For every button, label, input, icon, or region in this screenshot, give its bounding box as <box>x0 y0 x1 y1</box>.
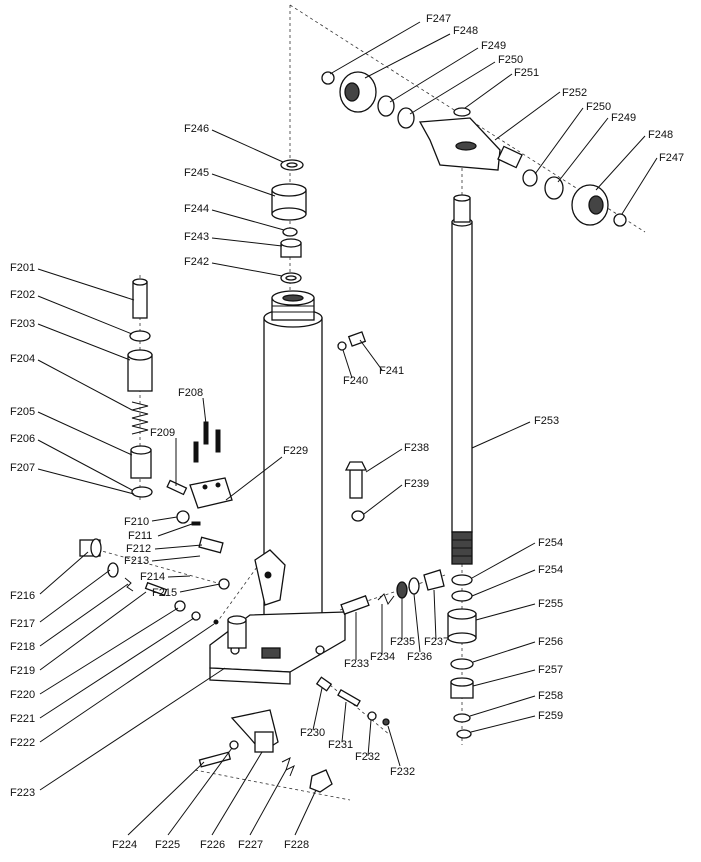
callout-f253: F253 <box>534 415 559 427</box>
callout-f210: F210 <box>124 516 149 528</box>
callout-f259: F259 <box>538 710 563 722</box>
callout-f251: F251 <box>514 67 539 79</box>
callout-labels: F247 F248 F249 F250 F251 F252 F250 F249 … <box>10 13 684 851</box>
lower-handle <box>198 709 333 793</box>
leader-lines <box>37 21 658 836</box>
callout-f252: F252 <box>562 87 587 99</box>
callout-f249-top: F249 <box>481 40 506 52</box>
callout-f247-right: F247 <box>659 152 684 164</box>
callout-f216: F216 <box>10 590 35 602</box>
callout-f254-b: F254 <box>538 564 563 576</box>
callout-f234: F234 <box>370 651 395 663</box>
middle-right-parts <box>315 331 445 726</box>
callout-f232-a: F232 <box>355 751 380 763</box>
callout-f205: F205 <box>10 406 35 418</box>
assembly-axes <box>79 4 646 801</box>
callout-f231: F231 <box>328 739 353 751</box>
callout-f246: F246 <box>184 123 209 135</box>
callout-f233: F233 <box>344 658 369 670</box>
callout-f256: F256 <box>538 636 563 648</box>
callout-f218: F218 <box>10 641 35 653</box>
callout-f240: F240 <box>343 375 368 387</box>
callout-f237: F237 <box>424 636 449 648</box>
callout-f247-top: F247 <box>426 13 451 25</box>
callout-f236: F236 <box>407 651 432 663</box>
callout-f223: F223 <box>10 787 35 799</box>
callout-f217: F217 <box>10 618 35 630</box>
callout-f241: F241 <box>379 365 404 377</box>
callout-f239: F239 <box>404 478 429 490</box>
lower-right-stack <box>447 574 477 739</box>
callout-f258: F258 <box>538 690 563 702</box>
callout-f227: F227 <box>238 839 263 851</box>
callout-f248-right: F248 <box>648 129 673 141</box>
callout-f238: F238 <box>404 442 429 454</box>
callout-f228: F228 <box>284 839 309 851</box>
callout-f202: F202 <box>10 289 35 301</box>
callout-f206: F206 <box>10 433 35 445</box>
callout-f222: F222 <box>10 737 35 749</box>
callout-f249-right: F249 <box>611 112 636 124</box>
latch-block <box>166 421 233 554</box>
callout-f250-right: F250 <box>586 101 611 113</box>
base-pin <box>227 615 247 649</box>
callout-f250-top: F250 <box>498 54 523 66</box>
column-lever <box>254 549 286 606</box>
callout-f229: F229 <box>283 445 308 457</box>
top-shaft-stack <box>271 159 307 284</box>
callout-f214: F214 <box>140 571 165 583</box>
callout-f204: F204 <box>10 353 35 365</box>
callout-f248-top: F248 <box>453 25 478 37</box>
callout-f203: F203 <box>10 318 35 330</box>
callout-f225: F225 <box>155 839 180 851</box>
callout-f220: F220 <box>10 689 35 701</box>
callout-f255: F255 <box>538 598 563 610</box>
callout-f215: F215 <box>152 587 177 599</box>
callout-f213: F213 <box>124 555 149 567</box>
callout-f257: F257 <box>538 664 563 676</box>
callout-f211: F211 <box>128 530 152 542</box>
callout-f244: F244 <box>184 203 209 215</box>
long-shaft <box>451 194 473 565</box>
callout-f209: F209 <box>150 427 175 439</box>
callout-f221: F221 <box>10 713 35 725</box>
callout-f224: F224 <box>112 839 137 851</box>
callout-f219: F219 <box>10 665 35 677</box>
callout-f254-a: F254 <box>538 537 563 549</box>
callout-f232-b: F232 <box>390 766 415 778</box>
callout-f245: F245 <box>184 167 209 179</box>
callout-f207: F207 <box>10 462 35 474</box>
callout-f230: F230 <box>300 727 325 739</box>
callout-f242: F242 <box>184 256 209 268</box>
callout-f243: F243 <box>184 231 209 243</box>
left-spring-stack <box>127 278 153 498</box>
callout-f208: F208 <box>178 387 203 399</box>
pulley-assembly <box>321 71 627 227</box>
callout-f201: F201 <box>10 262 35 274</box>
callout-f212: F212 <box>126 543 151 555</box>
callout-f235: F235 <box>390 636 415 648</box>
callout-f226: F226 <box>200 839 225 851</box>
